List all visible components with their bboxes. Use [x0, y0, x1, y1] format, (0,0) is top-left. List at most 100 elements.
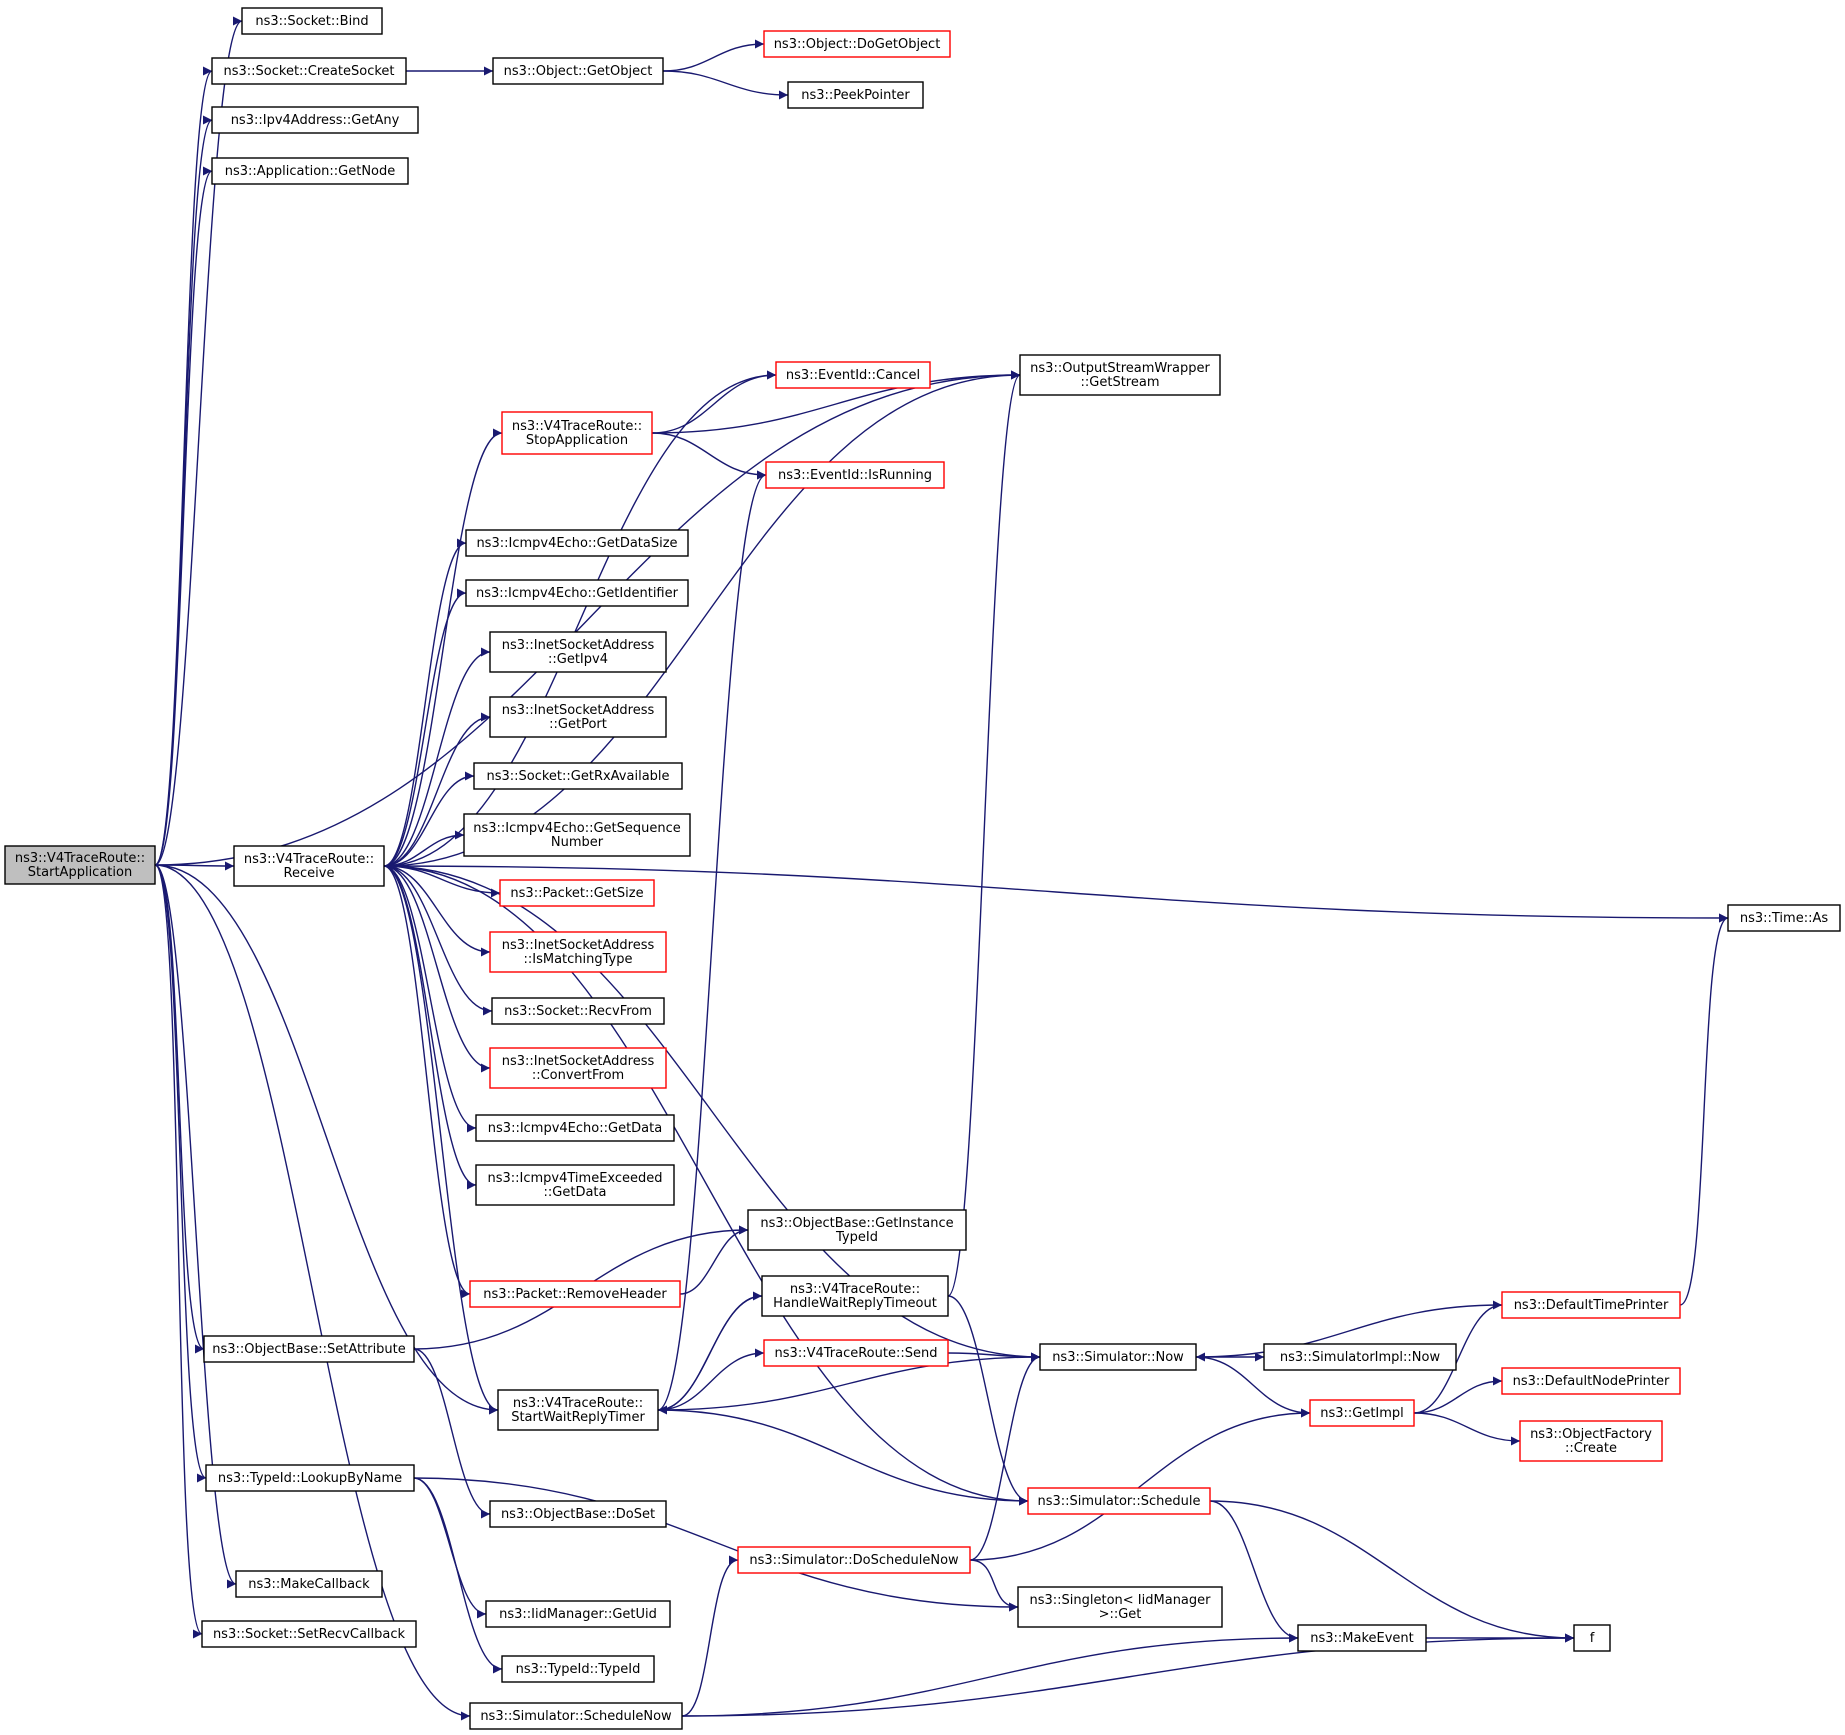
node-simnow[interactable]: ns3::Simulator::Now — [1039, 1343, 1197, 1371]
node-getidentifier[interactable]: ns3::Icmpv4Echo::GetIdentifier — [465, 579, 689, 607]
node-box — [465, 579, 689, 607]
node-recvfrom[interactable]: ns3::Socket::RecvFrom — [491, 997, 665, 1025]
node-defaultnodeprinter[interactable]: ns3::DefaultNodePrinter — [1501, 1367, 1681, 1395]
node-getsize[interactable]: ns3::Packet::GetSize — [499, 879, 655, 907]
node-label: ns3::Icmpv4Echo::GetData — [488, 1121, 662, 1136]
node-label: ns3::ObjectBase::DoSet — [501, 1507, 655, 1522]
node-box — [469, 1702, 683, 1730]
node-box — [1501, 1291, 1681, 1319]
node-box — [489, 631, 667, 673]
node-simimplnow[interactable]: ns3::SimulatorImpl::Now — [1263, 1343, 1457, 1371]
node-timeexceeded[interactable]: ns3::Icmpv4TimeExceeded::GetData — [475, 1164, 675, 1206]
edge-line — [154, 370, 1021, 866]
edge-receive-to-startwait — [383, 865, 499, 1415]
node-getstream[interactable]: ns3::OutputStreamWrapper::GetStream — [1019, 354, 1221, 396]
edge-receive-to-convertfrom — [383, 865, 491, 1073]
edge-line — [383, 865, 477, 1190]
node-stopapp[interactable]: ns3::V4TraceRoute::StopApplication — [501, 411, 653, 455]
node-ismatchingtype[interactable]: ns3::InetSocketAddress::IsMatchingType — [489, 931, 667, 973]
edge-receive-to-timeas — [383, 865, 1729, 923]
node-box — [1309, 1399, 1415, 1427]
node-removeheader[interactable]: ns3::Packet::RemoveHeader — [469, 1280, 681, 1308]
node-send[interactable]: ns3::V4TraceRoute::Send — [763, 1339, 949, 1367]
node-makeevent[interactable]: ns3::MakeEvent — [1297, 1624, 1427, 1652]
node-label: ns3::DefaultTimePrinter — [1514, 1298, 1669, 1313]
node-createsocket[interactable]: ns3::Socket::CreateSocket — [211, 57, 407, 85]
edge-line — [413, 1477, 503, 1674]
node-box — [1727, 904, 1841, 932]
edge-schedule-to-makeevent — [1209, 1500, 1299, 1643]
node-label: f — [1590, 1631, 1595, 1646]
node-dogetobject[interactable]: ns3::Object::DoGetObject — [763, 30, 951, 58]
node-setrecvcallback[interactable]: ns3::Socket::SetRecvCallback — [201, 1620, 417, 1648]
node-doschedulenow[interactable]: ns3::Simulator::DoScheduleNow — [737, 1546, 971, 1574]
node-bind[interactable]: ns3::Socket::Bind — [241, 7, 383, 35]
edge-stopapp-to-isrunning — [651, 432, 767, 480]
node-schedulenow[interactable]: ns3::Simulator::ScheduleNow — [469, 1702, 683, 1730]
node-getrxavailable[interactable]: ns3::Socket::GetRxAvailable — [473, 762, 683, 790]
node-typeid[interactable]: ns3::TypeId::TypeId — [501, 1655, 655, 1683]
edge-defaulttimeprinter-to-timeas — [1679, 913, 1729, 1306]
node-label: ns3::V4TraceRoute:: — [15, 851, 145, 866]
node-getuid[interactable]: ns3::IidManager::GetUid — [485, 1600, 671, 1628]
node-label: ns3::Icmpv4Echo::GetIdentifier — [476, 586, 679, 601]
node-singleton[interactable]: ns3::Singleton< IidManager >::Get — [1017, 1586, 1223, 1628]
node-cancel[interactable]: ns3::EventId::Cancel — [775, 361, 931, 389]
node-box — [1019, 354, 1221, 396]
node-lookupbyname[interactable]: ns3::TypeId::LookupByName — [205, 1464, 415, 1492]
node-doset[interactable]: ns3::ObjectBase::DoSet — [489, 1500, 667, 1528]
node-getany[interactable]: ns3::Ipv4Address::GetAny — [211, 106, 419, 134]
node-defaulttimeprinter[interactable]: ns3::DefaultTimePrinter — [1501, 1291, 1681, 1319]
edge-line — [1209, 1500, 1575, 1643]
node-label: HandleWaitReplyTimeout — [773, 1296, 937, 1311]
edge-startwait-to-send — [657, 1348, 765, 1411]
node-makecallback[interactable]: ns3::MakeCallback — [235, 1570, 383, 1598]
node-start[interactable]: ns3::V4TraceRoute::StartApplication — [4, 845, 156, 885]
edge-line — [1413, 1376, 1503, 1414]
node-startwait[interactable]: ns3::V4TraceRoute::StartWaitReplyTimer — [497, 1389, 659, 1431]
edge-line — [969, 1559, 1019, 1612]
node-box — [761, 1275, 949, 1317]
node-label: ns3::Icmpv4Echo::GetDataSize — [476, 536, 677, 551]
node-peekpointer[interactable]: ns3::PeekPointer — [787, 81, 924, 109]
node-getport[interactable]: ns3::InetSocketAddress::GetPort — [489, 696, 667, 738]
node-getimpl[interactable]: ns3::GetImpl — [1309, 1399, 1415, 1427]
edge-line — [662, 70, 789, 100]
edge-line — [657, 1409, 1029, 1506]
node-label: ns3::DefaultNodePrinter — [1513, 1374, 1670, 1389]
edge-receive-to-schedule — [383, 865, 1029, 1506]
node-getobject[interactable]: ns3::Object::GetObject — [492, 57, 664, 85]
node-label: StartApplication — [28, 865, 132, 880]
node-box — [469, 1280, 681, 1308]
edge-line — [383, 712, 491, 867]
node-handlewait[interactable]: ns3::V4TraceRoute::HandleWaitReplyTimeou… — [761, 1275, 949, 1317]
node-box — [1501, 1367, 1681, 1395]
node-box — [497, 1389, 659, 1431]
node-timeas[interactable]: ns3::Time::As — [1727, 904, 1841, 932]
node-getdatasize[interactable]: ns3::Icmpv4Echo::GetDataSize — [465, 529, 689, 557]
node-label: ns3::Time::As — [1740, 911, 1829, 926]
node-setattribute[interactable]: ns3::ObjectBase::SetAttribute — [203, 1335, 415, 1363]
edge-startwait-to-handlewait — [657, 1291, 763, 1411]
node-box — [491, 997, 665, 1025]
node-receive[interactable]: ns3::V4TraceRoute::Receive — [233, 845, 385, 887]
node-isrunning[interactable]: ns3::EventId::IsRunning — [765, 461, 945, 489]
node-schedule[interactable]: ns3::Simulator::Schedule — [1027, 1487, 1211, 1515]
edge-stopapp-to-cancel — [651, 370, 777, 434]
node-f[interactable]: f — [1573, 1624, 1611, 1652]
node-getdata[interactable]: ns3::Icmpv4Echo::GetData — [475, 1114, 675, 1142]
node-objectfactory[interactable]: ns3::ObjectFactory::Create — [1519, 1420, 1663, 1462]
edge-getimpl-to-objectfactory — [1413, 1412, 1521, 1446]
edges-layer — [154, 16, 1729, 1721]
node-box — [465, 529, 689, 557]
node-box — [775, 361, 931, 389]
node-getnode[interactable]: ns3::Application::GetNode — [211, 157, 409, 185]
edge-line — [154, 864, 205, 1354]
node-convertfrom[interactable]: ns3::InetSocketAddress::ConvertFrom — [489, 1047, 667, 1089]
node-label: ns3::ObjectFactory — [1530, 1427, 1652, 1442]
node-label: ns3::Packet::GetSize — [510, 886, 643, 901]
node-getipv4[interactable]: ns3::InetSocketAddress::GetIpv4 — [489, 631, 667, 673]
node-label: ns3::Icmpv4TimeExceeded — [487, 1171, 662, 1186]
